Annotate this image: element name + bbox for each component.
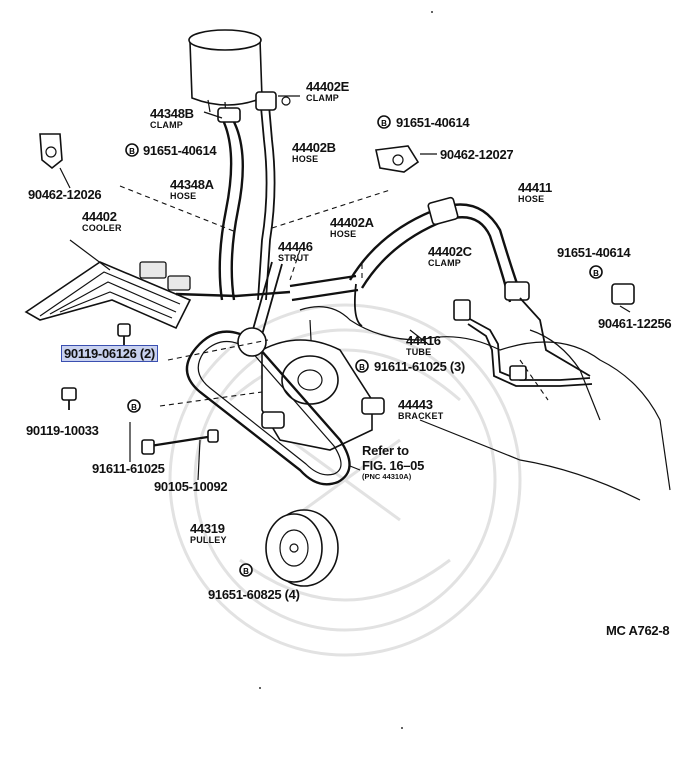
leader-lines — [59, 95, 631, 481]
part-number: 44402A — [330, 215, 374, 230]
label-44402e[interactable]: 44402E CLAMP — [306, 80, 349, 103]
part-number: 44402C — [428, 244, 472, 259]
bolt-icon — [141, 429, 219, 455]
part-name: TUBE — [406, 347, 432, 357]
b-marker-icon: B — [125, 143, 139, 157]
label-90119-10033[interactable]: 90119-10033 — [26, 423, 99, 438]
refer-line2: FIG. 16–05 — [362, 458, 425, 473]
label-44348b[interactable]: 44348B CLAMP — [150, 107, 194, 130]
part-number: 44416 — [406, 333, 441, 348]
strut-44446 — [249, 261, 283, 343]
label-44402[interactable]: 44402 COOLER — [82, 210, 122, 233]
label-44411[interactable]: 44411 HOSE — [518, 181, 552, 204]
pressure-hose-44411 — [348, 196, 530, 303]
part-number: 44348B — [150, 106, 194, 121]
part-name: CLAMP — [306, 93, 339, 103]
label-44402b[interactable]: 44402B HOSE — [292, 141, 336, 164]
refer-line3: (PNC 44310A) — [362, 472, 412, 481]
label-91611-61025-3[interactable]: 91611-61025 (3) — [374, 359, 465, 374]
label-91651-40614-top[interactable]: 91651-40614 — [143, 143, 217, 158]
watermark — [168, 303, 522, 657]
hose-44402a — [289, 274, 363, 327]
b-marker-icon: B — [127, 399, 141, 413]
svg-text:B: B — [381, 119, 387, 128]
speck — [431, 11, 433, 13]
belt-idler — [237, 327, 267, 357]
label-90462-12026[interactable]: 90462-12026 — [28, 187, 102, 202]
label-44402c[interactable]: 44402C CLAMP — [428, 245, 472, 268]
bolt-icon — [61, 387, 77, 410]
reservoir — [188, 29, 263, 119]
part-number: 44402 — [82, 209, 117, 224]
label-44443[interactable]: 44443 BRACKET — [398, 398, 443, 421]
part-number: 44348A — [170, 177, 214, 192]
label-91651-60825-4[interactable]: 91651-60825 (4) — [208, 587, 300, 602]
pulley-44319 — [265, 509, 339, 587]
part-name: STRUT — [278, 253, 309, 263]
label-90462-12027[interactable]: 90462-12027 — [440, 147, 514, 162]
hose-44402B — [257, 93, 276, 301]
refer-line1: Refer to — [362, 443, 409, 458]
label-90105-10092[interactable]: 90105-10092 — [154, 479, 228, 494]
refer-to-fig-16-05[interactable]: Refer to FIG. 16–05 (PNC 44310A) — [362, 444, 424, 481]
part-number: 44402E — [306, 79, 350, 94]
label-91651-40614-far-right[interactable]: 91651-40614 — [557, 245, 631, 260]
part-name: CLAMP — [150, 120, 183, 130]
part-name: COOLER — [82, 223, 122, 233]
diagram-code: MC A762-8 — [606, 623, 670, 638]
clamp-44402e — [255, 91, 291, 111]
label-90119-06126-highlighted[interactable]: 90119-06126 (2) — [61, 345, 158, 362]
part-name: HOSE — [518, 194, 545, 204]
cooler-44402 — [24, 261, 291, 330]
svg-text:B: B — [131, 403, 137, 412]
bracket-90462-12026 — [39, 133, 63, 170]
label-44416[interactable]: 44416 TUBE — [406, 334, 441, 357]
label-44446[interactable]: 44446 STRUT — [278, 240, 313, 263]
b-marker-icon: B — [239, 563, 253, 577]
b-marker-icon: B — [377, 115, 391, 129]
label-91651-40614-right[interactable]: 91651-40614 — [396, 115, 470, 130]
part-number: 44443 — [398, 397, 433, 412]
speck — [259, 687, 261, 689]
b-marker-icon: B — [589, 265, 603, 279]
part-name: HOSE — [292, 154, 319, 164]
part-number: 44411 — [518, 180, 552, 195]
bracket-90462-12027 — [375, 145, 420, 173]
pump-and-bracket-44443 — [261, 339, 385, 451]
svg-text:B: B — [129, 147, 135, 156]
svg-text:B: B — [359, 363, 365, 372]
label-44402a[interactable]: 44402A HOSE — [330, 216, 374, 239]
return-hose-44348A — [218, 117, 244, 301]
label-90461-12256[interactable]: 90461-12256 — [598, 316, 672, 331]
part-name: HOSE — [170, 191, 197, 201]
part-number: 44402B — [292, 140, 336, 155]
part-name: CLAMP — [428, 258, 461, 268]
label-91611-61025[interactable]: 91611-61025 — [92, 461, 165, 476]
svg-text:B: B — [243, 567, 249, 576]
part-name: BRACKET — [398, 411, 444, 421]
speck — [401, 727, 403, 729]
b-marker-icon: B — [355, 359, 369, 373]
part-name: PULLEY — [190, 535, 227, 545]
part-number: 44319 — [190, 521, 225, 536]
svg-text:B: B — [593, 269, 599, 278]
label-44319[interactable]: 44319 PULLEY — [190, 522, 227, 545]
tube-44416 — [453, 299, 593, 387]
bolt-icon — [117, 323, 131, 346]
label-44348a[interactable]: 44348A HOSE — [170, 178, 214, 201]
clamp-44348b — [217, 107, 241, 123]
part-name: HOSE — [330, 229, 357, 239]
part-number: 44446 — [278, 239, 313, 254]
